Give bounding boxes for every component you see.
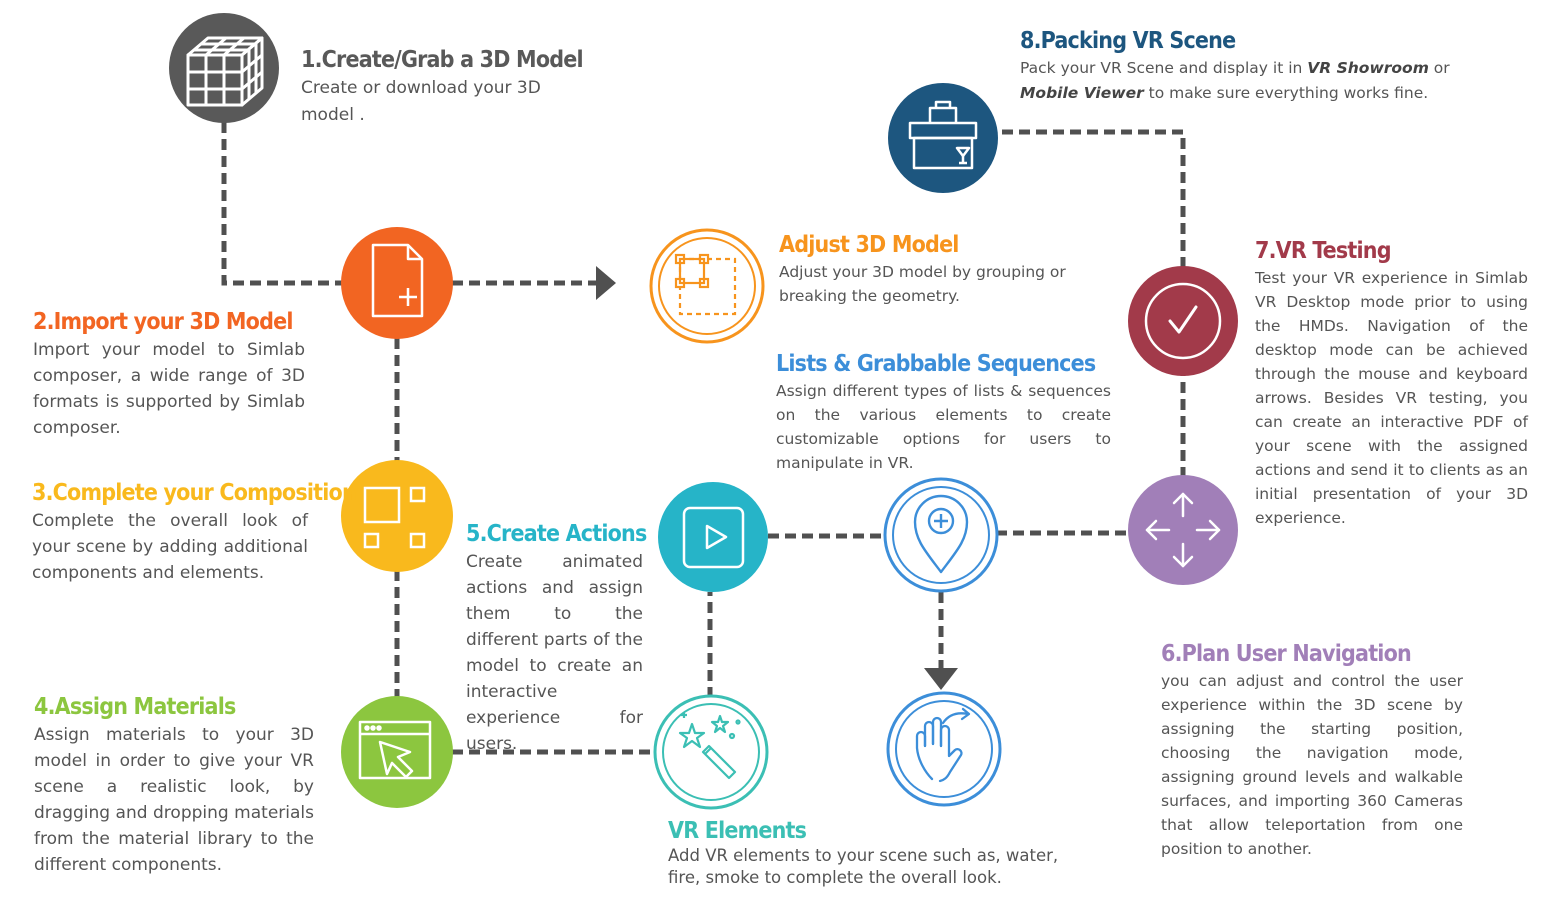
mobile-viewer-text: Mobile Viewer	[1020, 84, 1144, 102]
node-create-actions	[658, 482, 768, 592]
arrowhead-hand	[924, 668, 958, 690]
node-lists-sequences	[883, 477, 999, 593]
node-packing-scene	[888, 83, 998, 193]
arrowhead-adjust	[596, 266, 616, 300]
connectors	[221, 122, 1186, 755]
step-7-title: 7.VR Testing	[1255, 238, 1392, 264]
file-add-icon	[371, 243, 424, 318]
step-4-desc: Assign materials to your 3D model in ord…	[34, 725, 314, 875]
node-adjust-model	[649, 228, 765, 344]
step-adjust-model: Adjust 3D Model Adjust your 3D model by …	[779, 230, 1079, 308]
checkmark-icon	[1168, 305, 1198, 334]
map-pin-add-icon	[913, 494, 969, 574]
step-8-title: 8.Packing VR Scene	[1020, 28, 1236, 54]
magic-wand-icon	[678, 712, 741, 780]
node-vr-testing	[1128, 266, 1238, 376]
step-3-title: 3.Complete your Composition	[32, 480, 357, 506]
step-6-desc: you can adjust and control the user expe…	[1161, 672, 1463, 858]
step-5-title: 5.Create Actions	[466, 521, 647, 547]
cursor-window-icon	[358, 720, 432, 780]
step-7-desc: Test your VR experience in Simlab VR Des…	[1255, 269, 1528, 527]
selection-square-icon	[674, 253, 737, 316]
lists-desc: Assign different types of lists & sequen…	[776, 382, 1111, 472]
step-8-desc-pre: Pack your VR Scene and display it in	[1020, 59, 1308, 77]
node-vr-elements	[653, 694, 769, 810]
move-arrows-icon	[1145, 492, 1221, 568]
step-assign-materials: 4.Assign Materials Assign materials to y…	[34, 692, 314, 878]
step-complete-composition: 3.Complete your Composition Complete the…	[32, 478, 357, 586]
node-plan-navigation	[1128, 475, 1238, 585]
step-3-desc: Complete the overall look of your scene …	[32, 511, 308, 583]
step-create-actions: 5.Create Actions Create animated actions…	[466, 519, 647, 757]
step-5-desc: Create animated actions and assign them …	[466, 552, 643, 754]
step-import-model: 2.Import your 3D Model Import your model…	[33, 307, 305, 441]
cube-grid-icon	[186, 36, 264, 107]
step-2-title: 2.Import your 3D Model	[33, 309, 293, 335]
lists-title: Lists & Grabbable Sequences	[776, 351, 1096, 377]
connector-1-2	[221, 122, 342, 286]
step-plan-navigation: 6.Plan User Navigation you can adjust an…	[1161, 639, 1463, 861]
node-grab-hand	[886, 691, 1002, 807]
components-icon	[363, 486, 426, 549]
connector-7-8	[997, 129, 1186, 268]
step-8-desc-post: to make sure everything works fine.	[1143, 84, 1429, 102]
step-packing-scene: 8.Packing VR Scene Pack your VR Scene an…	[1020, 26, 1450, 106]
step-1-desc: Create or download your 3D model .	[301, 78, 541, 125]
adjust-desc: Adjust your 3D model by grouping or brea…	[779, 263, 1066, 305]
adjust-title: Adjust 3D Model	[779, 232, 959, 258]
step-8-desc-mid: or	[1428, 59, 1450, 77]
step-lists-sequences: Lists & Grabbable Sequences Assign diffe…	[776, 349, 1111, 475]
step-1-title: 1.Create/Grab a 3D Model	[301, 47, 584, 73]
step-vr-elements: VR Elements Add VR elements to your scen…	[668, 817, 1088, 889]
grab-hand-icon	[915, 707, 971, 783]
node-create-model	[169, 13, 279, 123]
node-assign-materials	[341, 696, 453, 808]
vrel-desc: Add VR elements to your scene such as, w…	[668, 846, 1059, 887]
step-2-desc: Import your model to Simlab composer, a …	[33, 340, 305, 438]
node-import-model	[341, 227, 453, 339]
node-complete-composition	[341, 460, 453, 572]
step-8-desc: Pack your VR Scene and display it in VR …	[1020, 56, 1450, 106]
play-icon	[682, 506, 745, 569]
package-box-icon	[908, 100, 978, 170]
vr-showroom-text: VR Showroom	[1307, 59, 1429, 77]
step-vr-testing: 7.VR Testing Test your VR experience in …	[1255, 236, 1528, 530]
step-6-title: 6.Plan User Navigation	[1161, 641, 1412, 667]
vrel-title: VR Elements	[668, 818, 807, 844]
step-4-title: 4.Assign Materials	[34, 694, 236, 720]
step-create-model: 1.Create/Grab a 3D Model Create or downl…	[301, 45, 584, 129]
